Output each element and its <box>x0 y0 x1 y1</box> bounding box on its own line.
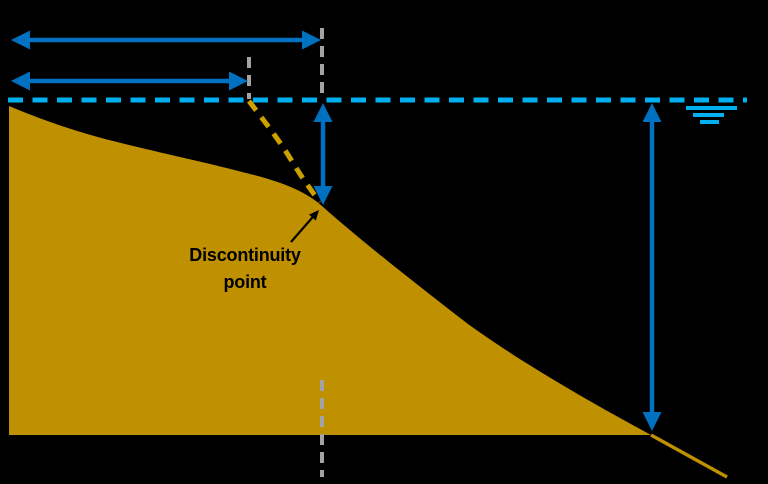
discontinuity-label: Discontinuity point <box>160 242 330 296</box>
head-arrow <box>642 103 662 431</box>
seepage-exit-line <box>650 433 728 479</box>
radius-arrow-inner <box>11 71 248 91</box>
drawdown-arrow <box>313 103 333 205</box>
aquifer-fill <box>9 106 651 435</box>
radius-arrow-outer <box>11 30 321 50</box>
theoretical-curve-dashed <box>247 99 322 204</box>
pointer-arrow <box>290 210 319 243</box>
discontinuity-label-line2: point <box>223 272 267 292</box>
discontinuity-label-line1: Discontinuity <box>189 245 301 265</box>
water-surface-icon <box>686 106 737 124</box>
